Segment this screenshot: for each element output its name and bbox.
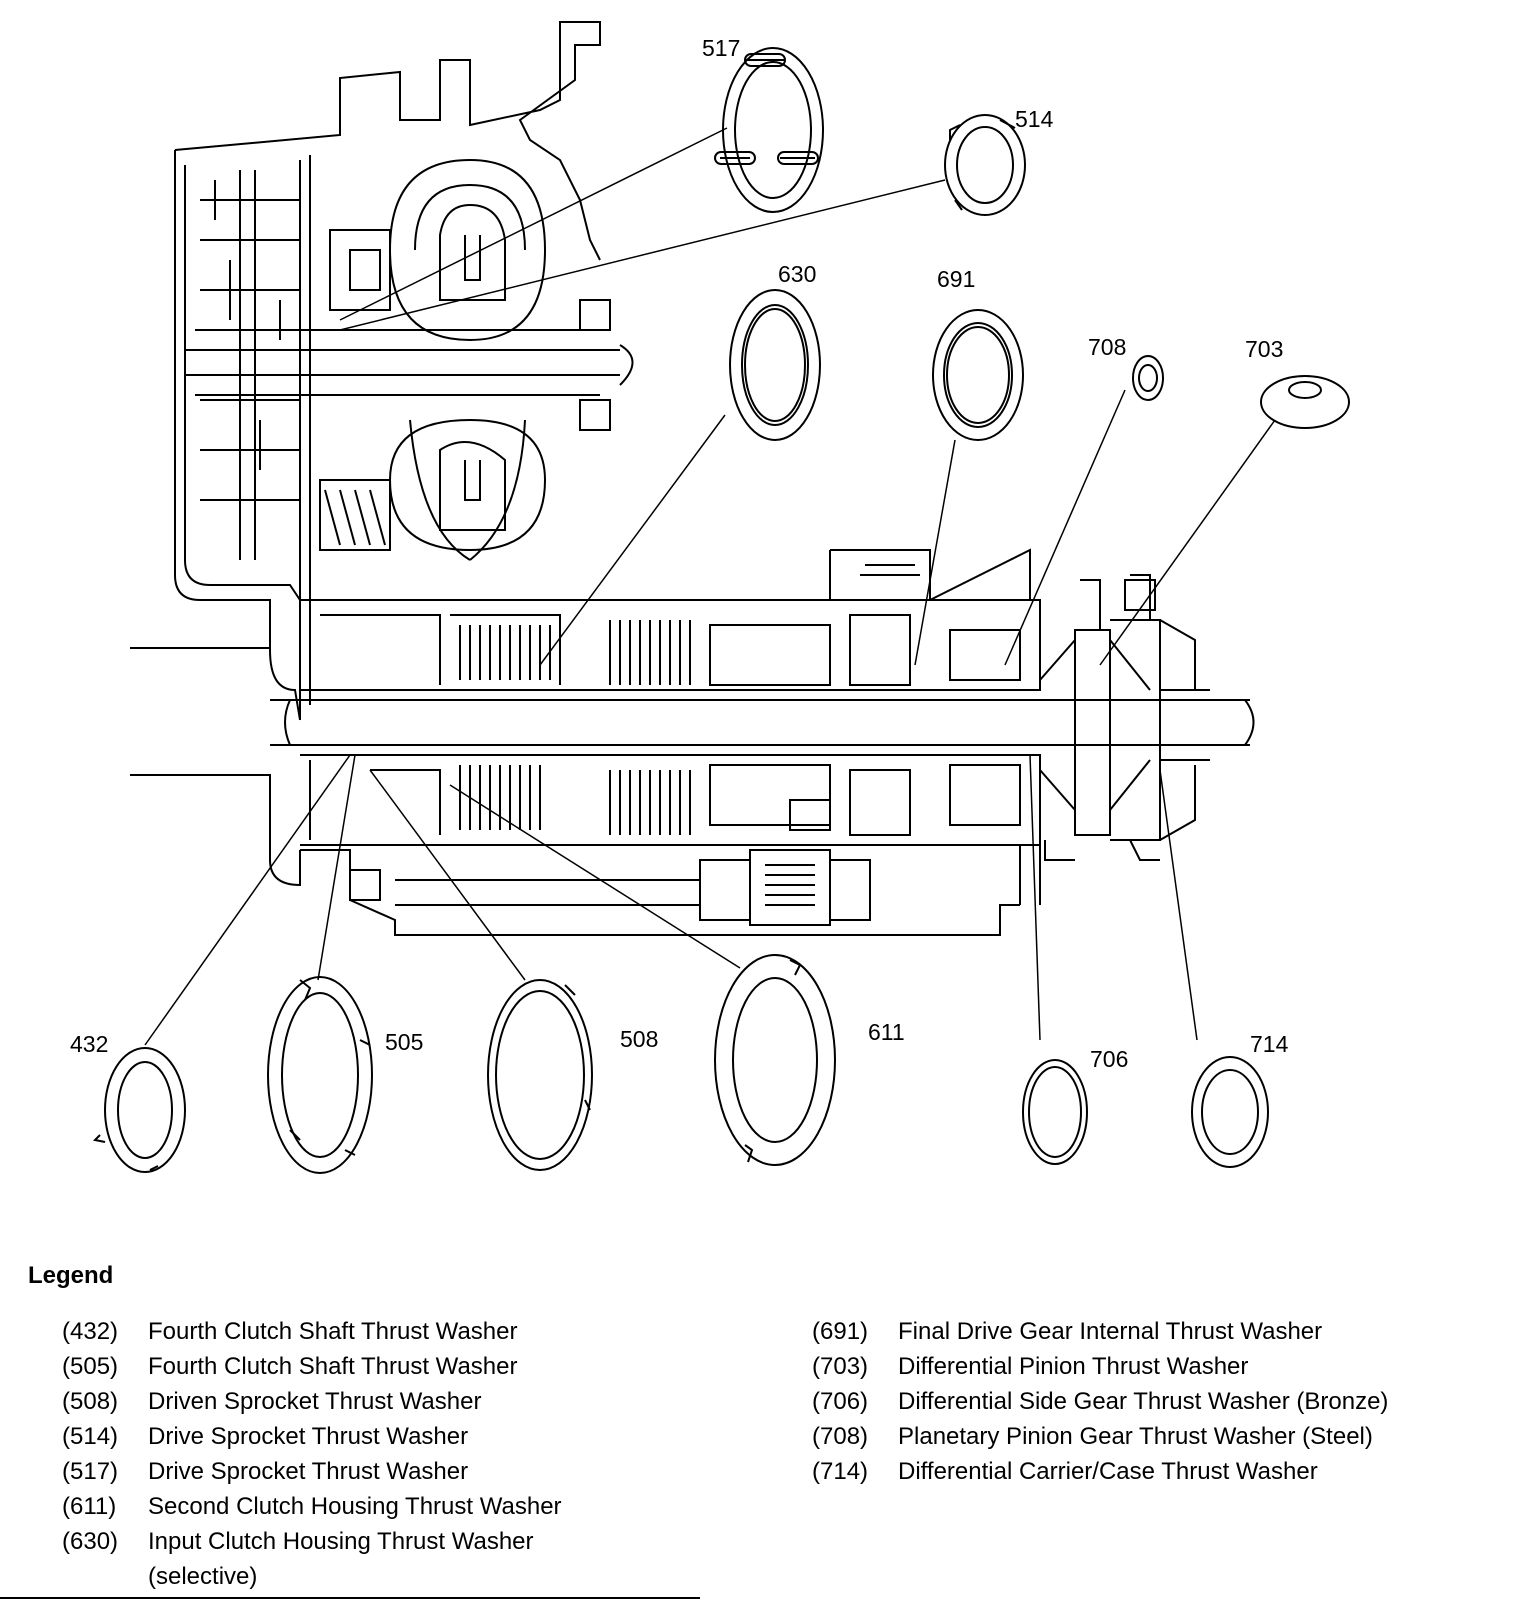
callout-708: 708 <box>1088 334 1126 360</box>
legend-item: (505) Fourth Clutch Shaft Thrust Washer <box>62 1349 618 1384</box>
legend-item-code: (508) <box>62 1388 119 1415</box>
drive-sprocket-assembly <box>388 158 547 561</box>
legend-item-code: (517) <box>62 1458 119 1485</box>
legend-item-description: Fourth Clutch Shaft Thrust Washer <box>148 1318 518 1345</box>
callout-514: 514 <box>1015 106 1054 132</box>
legend-item: (630) Input Clutch Housing Thrust Washer… <box>62 1524 618 1594</box>
callout-517: 517 <box>702 35 740 61</box>
callout-691: 691 <box>937 266 975 292</box>
legend-item-code: (708) <box>812 1423 869 1450</box>
legend-item-description: Final Drive Gear Internal Thrust Washer <box>898 1318 1323 1345</box>
washer-514 <box>944 114 1026 216</box>
legend-item-description: Input Clutch Housing Thrust Washer (sele… <box>148 1528 534 1590</box>
legend-item-description: Differential Pinion Thrust Washer <box>898 1353 1249 1380</box>
washer-708 <box>1132 355 1164 401</box>
legend-item-code: (432) <box>62 1318 119 1345</box>
washer-505 <box>267 976 373 1174</box>
legend-item: (517) Drive Sprocket Thrust Washer <box>62 1454 618 1489</box>
legend-item-description: Differential Side Gear Thrust Washer (Br… <box>898 1388 1389 1415</box>
legend-item: (691) Final Drive Gear Internal Thrust W… <box>812 1314 1388 1349</box>
callout-432: 432 <box>70 1031 108 1057</box>
clutch-pack-upper <box>300 548 1041 691</box>
drive-sprocket-shaft <box>185 299 634 431</box>
washer-714 <box>1191 1056 1269 1168</box>
legend-item-code: (703) <box>812 1353 869 1380</box>
legend-item-code: (706) <box>812 1388 869 1415</box>
washer-611 <box>714 954 836 1166</box>
callout-714: 714 <box>1250 1031 1289 1057</box>
callout-703: 703 <box>1245 336 1283 362</box>
legend-item-code: (630) <box>62 1528 119 1555</box>
washer-703 <box>1260 375 1350 429</box>
callout-611: 611 <box>868 1019 905 1045</box>
transaxle-cross-section-diagram: 517 514 630 691 708 703 432 505 508 611 … <box>70 21 1350 1174</box>
legend-item-description: Drive Sprocket Thrust Washer <box>148 1423 469 1450</box>
callout-505: 505 <box>385 1029 423 1055</box>
legend-item-code: (691) <box>812 1318 869 1345</box>
washer-508 <box>487 979 593 1171</box>
legend-item: (703) Differential Pinion Thrust Washer <box>812 1349 1388 1384</box>
legend-item: (706) Differential Side Gear Thrust Wash… <box>812 1384 1388 1419</box>
legend-item: (708) Planetary Pinion Gear Thrust Washe… <box>812 1419 1388 1454</box>
washer-432 <box>92 1047 186 1173</box>
clutch-pack-lower <box>300 754 1041 846</box>
callout-630: 630 <box>778 261 816 287</box>
legend-item-code: (505) <box>62 1353 119 1380</box>
legend-item-description: Fourth Clutch Shaft Thrust Washer <box>148 1353 518 1380</box>
washer-630 <box>729 289 821 441</box>
legend-title: Legend <box>28 1262 114 1289</box>
legend-item: (714) Differential Carrier/Case Thrust W… <box>812 1454 1388 1489</box>
legend-item-description: Driven Sprocket Thrust Washer <box>148 1388 482 1415</box>
legend-item: (432) Fourth Clutch Shaft Thrust Washer <box>62 1314 618 1349</box>
legend-item-description: Planetary Pinion Gear Thrust Washer (Ste… <box>898 1423 1373 1450</box>
legend-item: (611) Second Clutch Housing Thrust Washe… <box>62 1489 618 1524</box>
legend-item: (514) Drive Sprocket Thrust Washer <box>62 1419 618 1454</box>
callout-706: 706 <box>1090 1046 1128 1072</box>
legend-item-code: (611) <box>62 1493 117 1520</box>
legend-item: (508) Driven Sprocket Thrust Washer <box>62 1384 618 1419</box>
legend-item-code: (514) <box>62 1423 119 1450</box>
bottom-divider <box>0 1597 700 1599</box>
legend-left-column: (432) Fourth Clutch Shaft Thrust Washer … <box>62 1314 618 1594</box>
differential-assembly <box>1039 574 1210 861</box>
callout-508: 508 <box>620 1026 658 1052</box>
transaxle-housing <box>174 21 601 721</box>
leader-lines <box>144 127 1276 1046</box>
legend-item-description: Differential Carrier/Case Thrust Washer <box>898 1458 1318 1485</box>
washer-517 <box>714 47 824 213</box>
legend-item-description: Drive Sprocket Thrust Washer <box>148 1458 469 1485</box>
legend-item-description: Second Clutch Housing Thrust Washer <box>148 1493 562 1520</box>
lower-housing <box>130 774 1041 936</box>
washer-706 <box>1022 1059 1088 1165</box>
washer-691 <box>932 309 1024 441</box>
legend-right-column: (691) Final Drive Gear Internal Thrust W… <box>812 1314 1388 1489</box>
legend-item-code: (714) <box>812 1458 869 1485</box>
